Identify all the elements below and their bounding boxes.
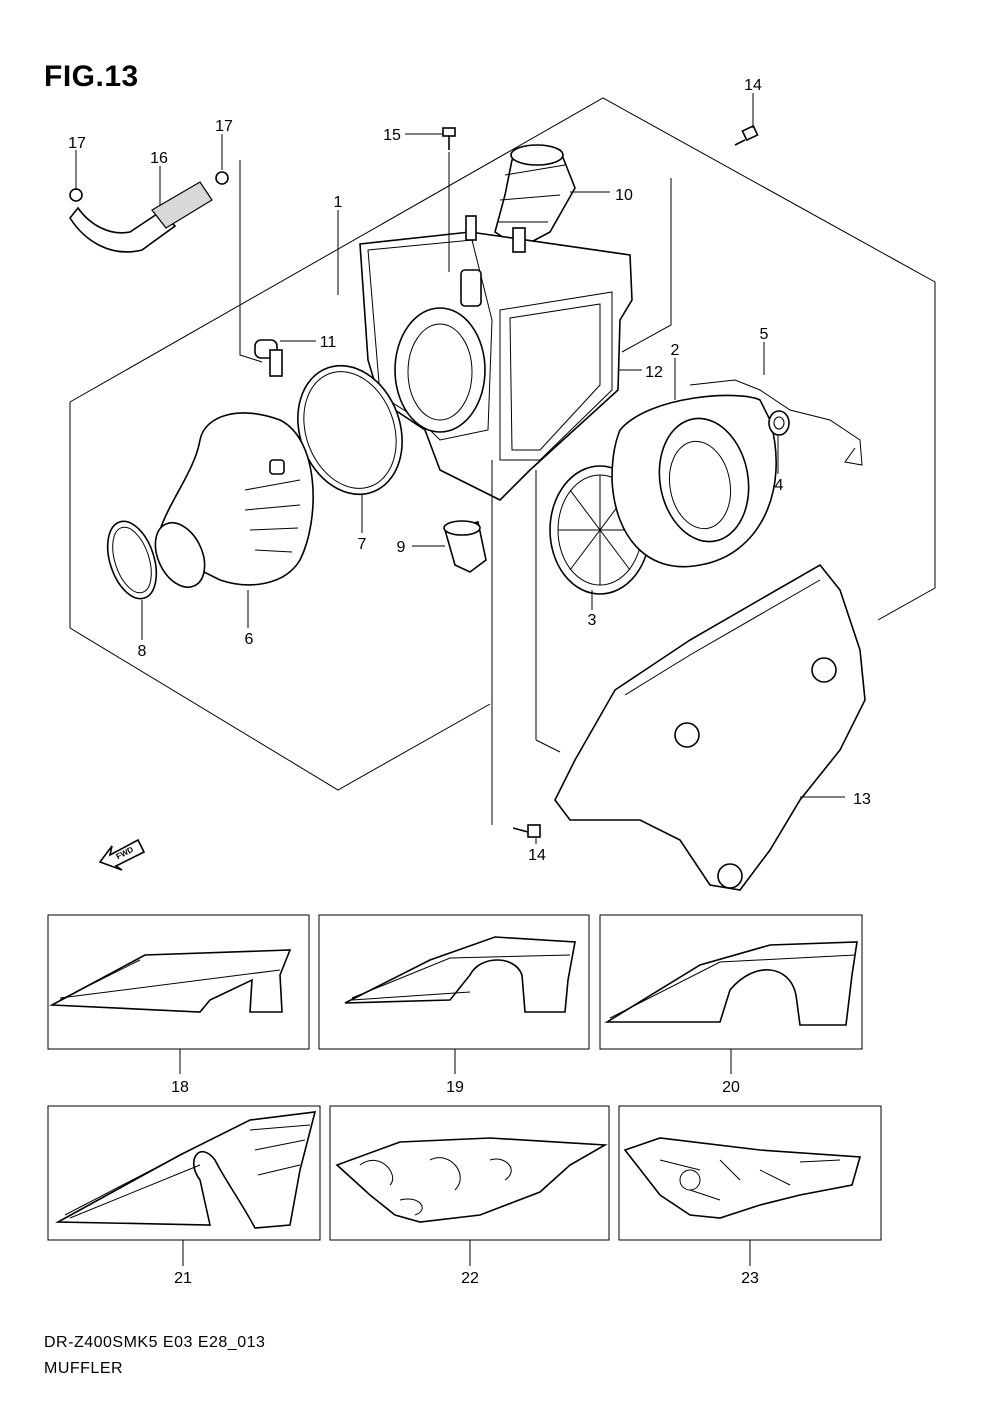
decal-panel-21[interactable]: 21 (47, 1105, 321, 1287)
callout-5: 5 (760, 326, 769, 343)
leader-lines (75, 93, 845, 844)
decal-panel-22[interactable]: 22 (329, 1105, 610, 1287)
air-cleaner-boot[interactable] (146, 412, 314, 595)
wire-clip[interactable] (689, 379, 863, 466)
callout-23: 23 (741, 1270, 759, 1287)
callouts: 1 2 3 4 5 6 7 8 9 10 11 12 13 14 14 15 1… (68, 77, 871, 864)
intake-tube[interactable] (494, 144, 576, 249)
drain-plug[interactable] (443, 520, 487, 573)
callout-15: 15 (383, 127, 401, 144)
model-code: DR-Z400SMK5 E03 E28_013 (44, 1334, 266, 1351)
callout-8: 8 (138, 643, 147, 660)
bolt-top-right[interactable] (734, 124, 759, 146)
elbow-fitting[interactable] (254, 339, 283, 377)
callout-11: 11 (320, 334, 337, 351)
decal-panel-19[interactable]: 19 (318, 914, 590, 1096)
figure-title: FIG.13 (44, 60, 139, 93)
air-cleaner-box[interactable] (359, 215, 633, 501)
callout-17-right: 17 (215, 118, 233, 135)
side-cover[interactable] (554, 563, 866, 891)
callout-4: 4 (775, 477, 784, 494)
section-name: MUFFLER (44, 1360, 124, 1377)
callout-14-top: 14 (744, 77, 762, 94)
callout-10: 10 (615, 187, 633, 204)
callout-17-left: 17 (68, 135, 86, 152)
decal-panel-20[interactable]: 20 (599, 914, 863, 1096)
callout-20: 20 (722, 1079, 740, 1096)
callout-16: 16 (150, 150, 168, 167)
decal-panel-23[interactable]: 23 (618, 1105, 882, 1287)
callout-12: 12 (645, 364, 663, 381)
callout-3: 3 (588, 612, 597, 629)
bolt-bottom[interactable] (512, 824, 541, 838)
bolt-top[interactable] (442, 127, 456, 150)
callout-1: 1 (334, 194, 343, 211)
callout-21: 21 (174, 1270, 192, 1287)
callout-14-bottom: 14 (528, 847, 546, 864)
callout-9: 9 (397, 539, 406, 556)
filter-element[interactable] (611, 394, 777, 568)
callout-6: 6 (245, 631, 254, 648)
fwd-arrow: FWD (98, 838, 146, 871)
callout-13: 13 (853, 791, 871, 808)
callout-2: 2 (671, 342, 680, 359)
grommet[interactable] (768, 410, 790, 436)
callout-18: 18 (171, 1079, 189, 1096)
callout-19: 19 (446, 1079, 464, 1096)
callout-7: 7 (358, 536, 367, 553)
boot-clamp[interactable] (99, 515, 166, 605)
decal-panel-18[interactable]: 18 (47, 914, 310, 1096)
callout-22: 22 (461, 1270, 479, 1287)
assembly-boundary (69, 97, 936, 791)
hose-assembly[interactable] (69, 171, 229, 253)
